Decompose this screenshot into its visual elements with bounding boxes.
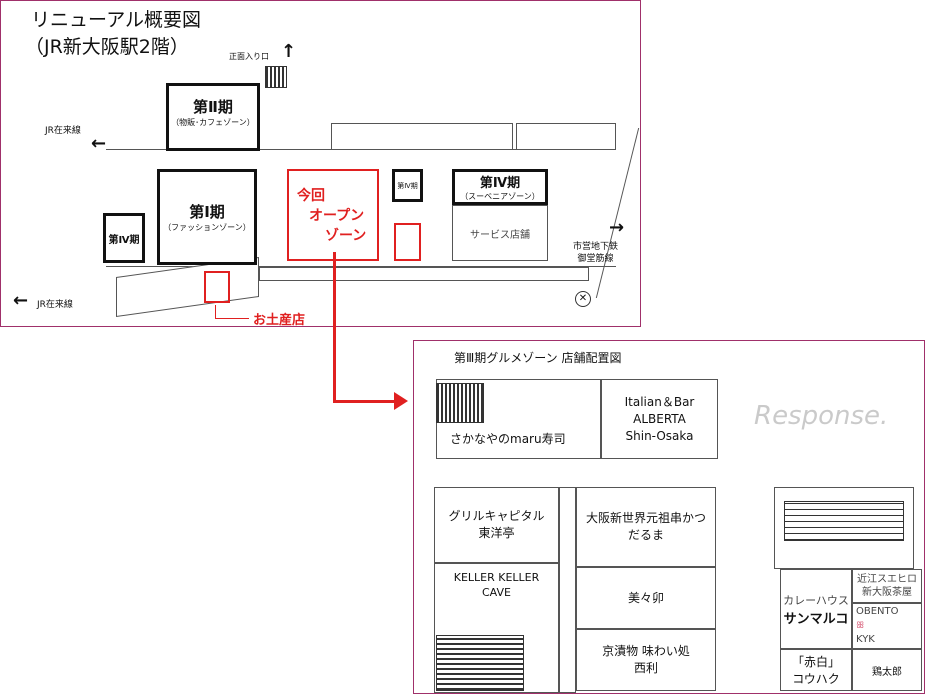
phase4-right-zone: 第Ⅳ期 （スーベニアゾーン）: [452, 169, 548, 205]
grill-line2: 東洋亭: [478, 526, 515, 540]
grill-line1: グリルキャピタル: [448, 509, 545, 523]
mimiu-label: 美々卯: [627, 590, 664, 605]
curry-line1: カレーハウス: [783, 593, 849, 607]
curry-line2: サンマルコ: [783, 611, 849, 627]
alberta-line2: ALBERTA: [633, 411, 686, 426]
alberta-line3: Shin-Osaka: [625, 428, 694, 443]
up-arrow-icon: ↑: [281, 41, 297, 62]
open-zone-line2: オープン: [309, 208, 365, 224]
shop-grill-capital: グリルキャピタル 東洋亭: [434, 487, 559, 563]
detail-title: 第Ⅲ期グルメゾーン 店舗配置図: [454, 351, 622, 365]
compass-icon: ✕: [575, 291, 591, 307]
kyozuke-line2: 西利: [633, 661, 658, 675]
connector-line: [333, 252, 336, 402]
upper-shops-right: [516, 123, 616, 150]
phase1-zone-label: （ファッションゾーン）: [163, 223, 251, 232]
shop-kushikatsu: 大阪新世界元祖串かつ だるま: [576, 487, 716, 567]
obento-logo-icon: ꕥ: [856, 621, 865, 631]
shop-mimiu: 美々卯: [576, 567, 716, 629]
detail-map: 第Ⅲ期グルメゾーン 店舗配置図 さかなやのmaru寿司 Italian＆Bar …: [413, 340, 925, 694]
subway-label: 市営地下鉄 御堂筋線: [573, 241, 618, 265]
right-arrow-icon: →: [609, 217, 625, 238]
souvenir-shop-box: [204, 271, 230, 303]
toritaro-label: 鶏太郎: [872, 666, 902, 678]
service-shops: サービス店舗: [452, 205, 548, 261]
kushikatsu-line1: 大阪新世界元祖串かつ: [585, 511, 706, 525]
phase4-small-zone: 第Ⅳ期: [392, 169, 423, 202]
shop-toritaro: 鶏太郎: [852, 649, 922, 691]
jr-line-lower-label: JR在来線: [37, 300, 73, 310]
connector-line: [333, 400, 399, 403]
entrance-stairs: [265, 66, 287, 88]
open-zone: 今回 オープン ゾーン: [287, 169, 379, 261]
shop-sakanaya: さかなやのmaru寿司: [450, 432, 566, 446]
overview-map: リニューアル概要図 （JR新大阪駅2階） 正面入り口 ↑ JR在来線 ← ← J…: [0, 0, 641, 328]
keller-line1: KELLER KELLER: [453, 571, 540, 584]
phase4-right-zone-label: （スーベニアゾーン）: [460, 192, 540, 201]
phase4-left-zone: 第Ⅳ期: [103, 213, 145, 263]
phase2-zone-label: （物販･カフェゾーン）: [171, 118, 255, 127]
open-zone-line1: 今回: [297, 188, 325, 204]
lower-shops: [259, 267, 589, 281]
map-subtitle: （JR新大阪駅2階）: [25, 36, 189, 58]
souvenir-shop-label: お土産店: [253, 313, 306, 328]
shop-akashiro: 「赤白」 コウハク: [780, 649, 852, 691]
upper-shops: [331, 123, 513, 150]
suehiro-line2: 新大阪茶屋: [862, 587, 912, 598]
phase1-name: 第Ⅰ期: [189, 203, 225, 221]
akashiro-line2: コウハク: [792, 672, 840, 686]
open-zone-small: [394, 223, 421, 261]
jr-line-upper-label: JR在来線: [45, 126, 81, 136]
stairs: [436, 635, 524, 691]
shop-alberta: Italian＆Bar ALBERTA Shin-Osaka: [601, 379, 718, 459]
map-title: リニューアル概要図: [31, 9, 202, 31]
main-entrance-label: 正面入り口: [229, 52, 269, 61]
shop-curry: カレーハウス サンマルコ: [780, 569, 852, 649]
watermark: Response.: [754, 401, 889, 431]
phase4-small-label: 第Ⅳ期: [397, 181, 418, 190]
alberta-line1: Italian＆Bar: [624, 394, 695, 409]
phase4-right-name: 第Ⅳ期: [479, 176, 521, 191]
obento-line2: KYK: [856, 634, 875, 645]
souvenir-pointer: [215, 305, 249, 319]
corridor: [559, 487, 576, 693]
connector-arrow-icon: [394, 392, 408, 410]
phase4-left-label: 第Ⅳ期: [108, 234, 140, 246]
shop-suehiro: 近江スエヒロ 新大阪茶屋: [852, 569, 922, 603]
open-zone-line3: ゾーン: [325, 228, 367, 244]
obento-line1: OBENTO: [856, 606, 899, 617]
kyozuke-line1: 京漬物 味わい処: [602, 644, 690, 658]
kushikatsu-line2: だるま: [627, 528, 664, 542]
phase1-zone: 第Ⅰ期 （ファッションゾーン）: [157, 169, 257, 265]
escalator: [784, 501, 904, 541]
phase2-name: 第Ⅱ期: [193, 98, 233, 116]
suehiro-line1: 近江スエヒロ: [857, 574, 917, 585]
subway-line2: 御堂筋線: [577, 254, 614, 264]
left-arrow-icon: ←: [13, 290, 29, 311]
left-arrow-icon: ←: [91, 133, 107, 154]
subway-line1: 市営地下鉄: [573, 242, 619, 252]
phase2-zone: 第Ⅱ期 （物販･カフェゾーン）: [166, 83, 260, 151]
shop-obento: OBENTO ꕥ KYK: [852, 603, 922, 649]
akashiro-line1: 「赤白」: [791, 655, 840, 669]
keller-line2: CAVE: [482, 586, 511, 599]
stairs: [436, 383, 484, 423]
shop-kyozuke: 京漬物 味わい処 西利: [576, 629, 716, 691]
service-label: サービス店舗: [470, 229, 530, 241]
